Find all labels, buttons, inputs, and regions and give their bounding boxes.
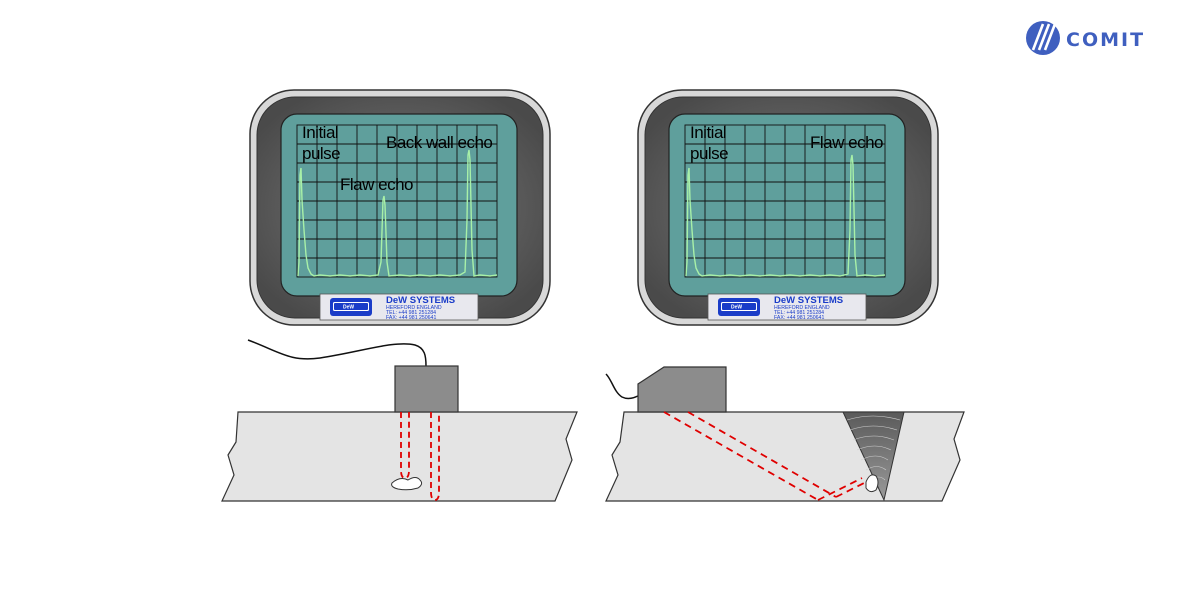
svg-text:HEREFORD ENGLAND: HEREFORD ENGLAND bbox=[386, 305, 442, 311]
svg-text:TEL: +44 981 251284: TEL: +44 981 251284 bbox=[774, 310, 824, 316]
normal-probe bbox=[394, 365, 459, 413]
label-initial-pulse-right-line2: pulse bbox=[690, 144, 728, 163]
svg-text:TEL: +44 981 251284: TEL: +44 981 251284 bbox=[386, 310, 436, 316]
test-block-right bbox=[605, 411, 965, 502]
label-flaw-echo-right: Flaw echo bbox=[810, 133, 883, 152]
comit-logo: COMIT bbox=[1026, 21, 1145, 55]
sound-beam-left bbox=[400, 412, 440, 501]
weld-layers bbox=[846, 415, 901, 481]
echo-trace-right bbox=[685, 154, 886, 277]
label-initial-pulse-left-line2: pulse bbox=[302, 144, 340, 163]
label-back-wall-echo: Back wall echo bbox=[386, 133, 492, 152]
brand-plate-right: DeW DeW SYSTEMS HEREFORD ENGLAND TEL: +4… bbox=[707, 293, 867, 321]
label-initial-pulse-right: Initial bbox=[690, 123, 726, 142]
cable-left bbox=[247, 339, 427, 367]
svg-text:DeW: DeW bbox=[343, 305, 354, 311]
svg-text:FAX: +44 981 250641: FAX: +44 981 250641 bbox=[386, 315, 436, 321]
monitor-right: Initial pulse Flaw echo DeW DeW SYSTEMS … bbox=[637, 89, 939, 326]
cable-right bbox=[605, 373, 641, 400]
angle-probe bbox=[637, 366, 727, 413]
label-initial-pulse-left: Initial bbox=[302, 123, 338, 142]
svg-text:HEREFORD ENGLAND: HEREFORD ENGLAND bbox=[774, 305, 830, 311]
flaw-left bbox=[391, 477, 423, 491]
monitor-left: Initial pulse Back wall echo Flaw echo D… bbox=[249, 89, 551, 326]
screen-grid-left bbox=[296, 124, 498, 278]
specimen-right bbox=[605, 366, 965, 502]
flaw-right bbox=[865, 474, 879, 493]
comit-logo-text: COMIT bbox=[1066, 29, 1145, 51]
specimen-left bbox=[221, 339, 578, 502]
echo-trace-left bbox=[297, 149, 498, 277]
screen-grid-right bbox=[684, 124, 886, 278]
test-block-left bbox=[221, 411, 578, 502]
sound-beam-right bbox=[663, 411, 869, 501]
svg-text:FAX: +44 981 250641: FAX: +44 981 250641 bbox=[774, 315, 824, 321]
brand-name-right: DeW SYSTEMS bbox=[774, 295, 843, 306]
brand-name-left: DeW SYSTEMS bbox=[386, 295, 455, 306]
brand-plate-left: DeW DeW SYSTEMS HEREFORD ENGLAND TEL: +4… bbox=[319, 293, 479, 321]
label-flaw-echo-left: Flaw echo bbox=[340, 175, 413, 194]
svg-text:DeW: DeW bbox=[731, 305, 742, 311]
